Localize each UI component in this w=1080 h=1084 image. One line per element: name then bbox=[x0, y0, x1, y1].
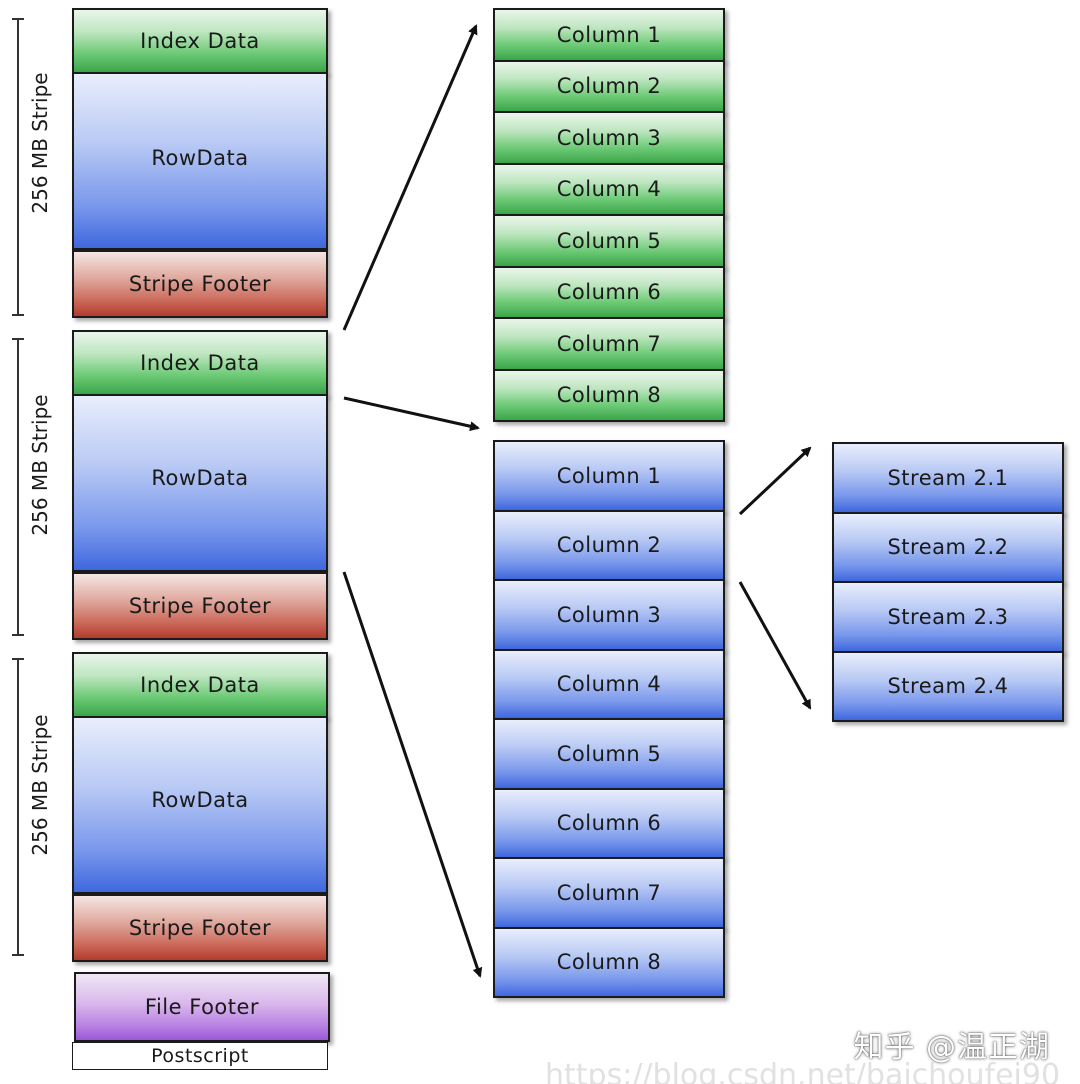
index-column-8: Column 8 bbox=[493, 368, 725, 422]
index-column-7: Column 7 bbox=[493, 317, 725, 371]
stripe-1-bracket bbox=[12, 18, 24, 316]
stream-2: Stream 2.2 bbox=[832, 511, 1064, 583]
stripe-3-stripe-footer: Stripe Footer bbox=[72, 894, 328, 962]
row-column-7: Column 7 bbox=[493, 857, 725, 929]
arrow-stripe1-to-index-columns bbox=[342, 24, 478, 331]
stripe-1-index-data: Index Data bbox=[72, 8, 328, 74]
stream-4: Stream 2.4 bbox=[832, 650, 1064, 722]
stream-1: Stream 2.1 bbox=[832, 442, 1064, 514]
zhihu-watermark: 知乎 @温正湖 bbox=[853, 1030, 1050, 1065]
row-column-4: Column 4 bbox=[493, 648, 725, 720]
arrow-stripe2-index-to-index-columns bbox=[343, 396, 480, 432]
arrow-column2-to-stream-end bbox=[738, 581, 812, 710]
arrow-column2-to-stream-start bbox=[738, 446, 812, 516]
row-column-2: Column 2 bbox=[493, 509, 725, 581]
stripe-3-bracket bbox=[12, 658, 24, 956]
row-column-3: Column 3 bbox=[493, 579, 725, 651]
stripe-1-row-data: RowData bbox=[72, 72, 328, 250]
arrow-stripe2-row-to-row-columns bbox=[342, 571, 483, 978]
index-column-5: Column 5 bbox=[493, 214, 725, 268]
stripe-2-stripe-footer: Stripe Footer bbox=[72, 572, 328, 640]
stripe-3-row-data: RowData bbox=[72, 716, 328, 894]
stripe-2-index-data: Index Data bbox=[72, 330, 328, 396]
index-column-3: Column 3 bbox=[493, 111, 725, 165]
blog-url-watermark: https://blog.csdn.net/baichoufei90 bbox=[545, 1058, 1061, 1084]
file-footer: File Footer bbox=[74, 972, 330, 1042]
index-column-6: Column 6 bbox=[493, 265, 725, 319]
row-column-8: Column 8 bbox=[493, 926, 725, 998]
stripe-3-index-data: Index Data bbox=[72, 652, 328, 718]
row-column-6: Column 6 bbox=[493, 787, 725, 859]
postscript: Postscript bbox=[72, 1042, 328, 1070]
stripe-2-row-data: RowData bbox=[72, 394, 328, 572]
stripe-2-bracket bbox=[12, 338, 24, 636]
row-column-1: Column 1 bbox=[493, 440, 725, 512]
stripe-1-stripe-footer: Stripe Footer bbox=[72, 250, 328, 318]
index-column-1: Column 1 bbox=[493, 8, 725, 62]
